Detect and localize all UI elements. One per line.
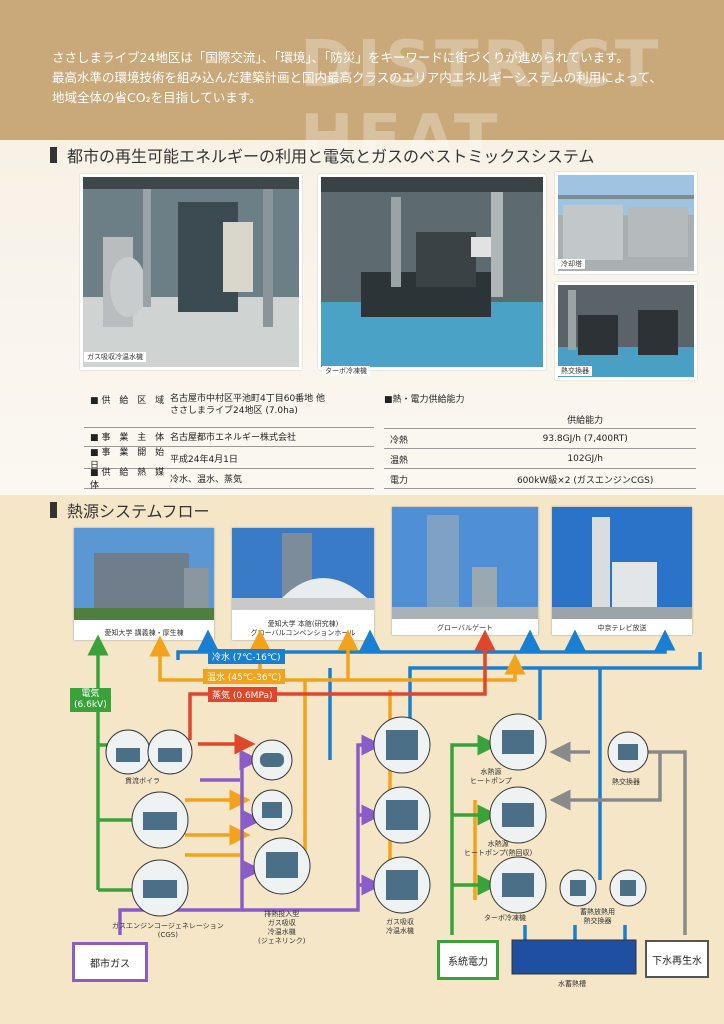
capacity-key: 冷熱 <box>390 435 409 446</box>
building-caption-line: 中京テレビ放送 <box>597 624 647 632</box>
info-value-line: 名古屋市中村区平池町4丁目60番地 他 <box>170 394 326 404</box>
intro-line-2: 最高水準の環境技術を組み込んだ建築計画と国内最高クラスのエリア内エネルギーシステ… <box>52 70 663 85</box>
flow-label-cold: 冷水 (7℃-16℃) <box>208 649 285 664</box>
tag-cgs: ガスエンジンコージェネレーション (CGS) <box>112 922 224 940</box>
info-row-area: ■供 給 区 域 名古屋市中村区平池町4丁目60番地 他 ささしまライブ24地区… <box>84 390 374 428</box>
tag-line: (ジェネリンク) <box>258 937 306 945</box>
intro-line-1: ささしまライブ24地区は「国際交流」、「環境」、「防災」をキーワードに街づくりが… <box>52 50 629 65</box>
building-caption-line: 愛知大学 講義棟・厚生棟 <box>104 629 184 637</box>
info-label: ■事 業 主 体 <box>90 432 168 443</box>
info-value: 平成24年4月1日 <box>170 454 238 465</box>
section-marker-icon <box>50 147 57 163</box>
capacity-value: 102GJ/h <box>567 454 603 464</box>
capacity-row: 電力 600kW級×2 (ガスエンジンCGS) <box>384 470 696 489</box>
section-title-energy: 都市の再生可能エネルギーの利用と電気とガスのベストミックスシステム <box>50 143 594 167</box>
capacity-key: 温熱 <box>390 455 409 466</box>
info-value: 名古屋都市エネルギー株式会社 <box>170 432 297 443</box>
capacity-header-row: 供給能力 <box>384 410 696 429</box>
section-title-text: 熱源システムフロー <box>67 502 210 521</box>
photo-heat-exchanger <box>555 282 697 380</box>
tag-line: ヒートポンプ(熱回収) <box>464 849 533 857</box>
info-row-media: ■供 給 熱 媒 体 冷水、温水、蒸気 <box>84 468 374 491</box>
tag-heat-recovery-pump: 水熱源 ヒートポンプ(熱回収) <box>464 840 532 858</box>
tag-line: ヒートポンプ <box>470 777 512 785</box>
building-aichi-main: 愛知大学 本館(研究棟) グローバルコンベンションホール <box>232 528 374 640</box>
photo-caption-3: 冷却塔 <box>558 259 585 269</box>
tag-storage-tank: 水蓄熱槽 <box>558 980 586 988</box>
section-title-flow: 熱源システムフロー <box>50 498 210 522</box>
flow-label-warm: 温水 (45℃-36℃) <box>203 669 286 684</box>
tag-heat-pump: 水熱源 ヒートポンプ <box>470 768 512 786</box>
intro-text: ささしまライブ24地区は「国際交流」、「環境」、「防災」をキーワードに街づくりが… <box>52 48 702 108</box>
intro-line-3: 地域全体の省CO₂を目指しています。 <box>52 90 262 105</box>
info-value: 冷水、温水、蒸気 <box>170 474 243 485</box>
tag-line: 冷温水機 <box>267 928 296 936</box>
building-global-gate: グローバルゲート <box>392 507 538 635</box>
info-row-start-date: ■事 業 開 始 日 平成24年4月1日 <box>84 448 374 471</box>
tag-line: ガス吸収 <box>386 918 414 926</box>
capacity-value: 600kW級×2 (ガスエンジンCGS) <box>516 475 654 486</box>
photo-caption-1: ガス吸収冷温水機 <box>84 352 146 362</box>
building-caption: グローバルゲート <box>392 624 538 633</box>
tag-exhaust-chiller: 排熱投入型 ガス吸収 冷温水機 (ジェネリンク) <box>258 910 305 946</box>
tag-storage-hx: 蓄熱放熱用 熱交換器 <box>580 908 615 926</box>
tag-line: 蓄熱放熱用 <box>580 908 615 916</box>
info-table: ■供 給 区 域 名古屋市中村区平池町4丁目60番地 他 ささしまライブ24地区… <box>84 390 374 491</box>
capacity-row: 温熱 102GJ/h <box>384 450 696 469</box>
section-marker-icon <box>50 502 57 518</box>
tag-line: 水熱源 <box>480 768 502 776</box>
tag-boiler: 貫流ボイラ <box>125 777 160 785</box>
photo-cooling-tower <box>555 172 697 274</box>
source-sewage-water: 下水再生水 <box>645 940 709 978</box>
info-label: ■事 業 開 始 日 <box>90 448 168 471</box>
building-caption: 愛知大学 講義棟・厚生棟 <box>74 629 214 638</box>
building-caption-line: グローバルゲート <box>437 624 493 632</box>
photo-gas-absorption-chiller <box>80 174 302 370</box>
tag-line: 熱交換器 <box>583 917 612 925</box>
tag-heat-exchanger: 熱交換器 <box>612 778 640 786</box>
tag-turbo-chiller: ターボ冷凍機 <box>484 914 526 922</box>
building-caption-line: 愛知大学 本館(研究棟) <box>267 620 339 628</box>
info-row-operator: ■事 業 主 体 名古屋都市エネルギー株式会社 <box>84 426 374 447</box>
source-grid-power: 系統電力 <box>437 940 499 980</box>
info-value-line: ささしまライブ24地区 (7.0ha) <box>170 406 298 416</box>
source-city-gas: 都市ガス <box>72 942 148 982</box>
flow-label-electricity: 電気 (6.6kV) <box>70 688 111 712</box>
tag-line: 水熱源 <box>487 840 509 848</box>
building-chukyo-tv: 中京テレビ放送 <box>552 507 692 635</box>
building-caption: 中京テレビ放送 <box>552 624 692 633</box>
tag-line: (CGS) <box>157 931 178 939</box>
watermark-text: DISTRICT HEAT <box>300 28 663 176</box>
capacity-title: ■熱・電力供給能力 <box>384 395 465 405</box>
section-title-text: 都市の再生可能エネルギーの利用と電気とガスのベストミックスシステム <box>67 147 595 166</box>
tag-line: 冷温水機 <box>386 927 414 935</box>
capacity-row: 冷熱 93.8GJ/h (7,400RT) <box>384 430 696 449</box>
building-aichi-lecture: 愛知大学 講義棟・厚生棟 <box>74 528 214 640</box>
info-label: ■供 給 熱 媒 体 <box>90 468 168 491</box>
flow-label-line: 電気 <box>81 689 100 699</box>
photo-caption-2: ターボ冷凍機 <box>322 366 370 376</box>
info-label: ■供 給 区 域 <box>90 396 168 406</box>
flow-label-line: (6.6kV) <box>74 700 107 710</box>
capacity-table: ■熱・電力供給能力 供給能力 冷熱 93.8GJ/h (7,400RT) 温熱 … <box>384 390 696 490</box>
flow-label-steam: 蒸気 (0.6MPa) <box>208 687 277 702</box>
info-value: 名古屋市中村区平池町4丁目60番地 他 ささしまライブ24地区 (7.0ha) <box>170 393 325 417</box>
tag-line: ガス吸収 <box>267 919 296 927</box>
building-caption: 愛知大学 本館(研究棟) グローバルコンベンションホール <box>232 620 374 638</box>
photo-turbo-chiller <box>318 174 546 370</box>
capacity-header: 供給能力 <box>567 415 604 426</box>
tag-line: ガスエンジンコージェネレーション <box>112 922 224 930</box>
thermal-storage-tank-icon <box>511 939 637 975</box>
tag-line: 排熱投入型 <box>264 910 300 918</box>
tag-gas-chiller: ガス吸収 冷温水機 <box>386 918 414 936</box>
building-caption-line: グローバルコンベンションホール <box>250 629 356 637</box>
capacity-key: 電力 <box>390 475 409 486</box>
capacity-value: 93.8GJ/h (7,400RT) <box>542 434 628 444</box>
photo-caption-4: 熱交換器 <box>558 366 592 376</box>
